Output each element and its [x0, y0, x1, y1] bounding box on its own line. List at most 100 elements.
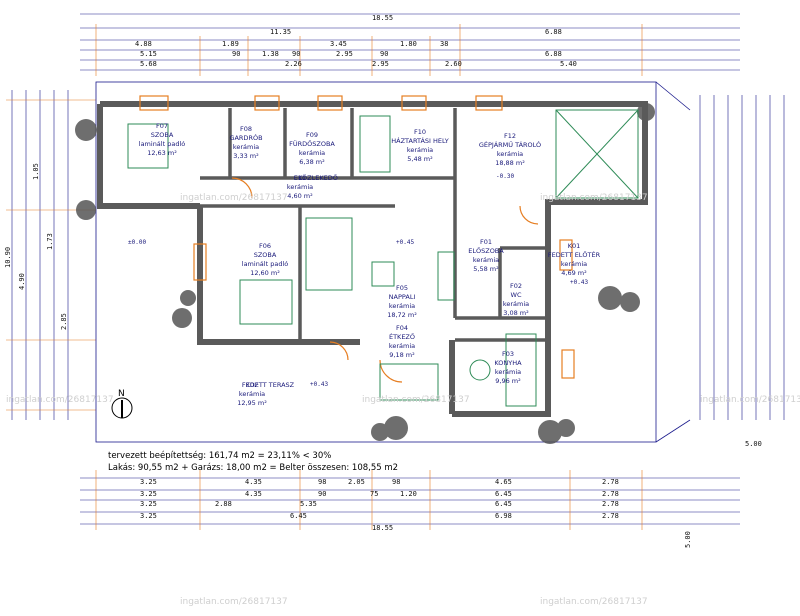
left-dim-e: 2.85	[60, 313, 68, 330]
svg-text:laminált padló: laminált padló	[242, 260, 288, 268]
svg-text:E11: E11	[294, 174, 306, 182]
svg-text:9,18 m²: 9,18 m²	[389, 351, 415, 359]
svg-text:4,69 m²: 4,69 m²	[561, 269, 587, 277]
svg-text:F07: F07	[156, 122, 168, 130]
svg-text:WC: WC	[511, 291, 522, 299]
level-marker-3: +0.45	[396, 239, 414, 246]
svg-text:12,63 m²: 12,63 m²	[147, 149, 177, 157]
watermark-7: ingatlan.com/26817137	[540, 597, 648, 607]
top-dim-row5-a: 5.68	[140, 60, 157, 68]
top-dim-total: 18.55	[372, 14, 393, 22]
svg-text:SZOBA: SZOBA	[151, 131, 174, 139]
room-f07: F07 SZOBA laminált padló 12,63 m²	[139, 122, 185, 157]
room-f02: F02 WC kerámia 3,08 m²	[503, 282, 529, 317]
svg-text:ÉTKEZŐ: ÉTKEZŐ	[389, 332, 415, 341]
bottom-dim-r1-a: 3.25	[140, 478, 157, 486]
svg-text:laminált padló: laminált padló	[139, 140, 185, 148]
stats-coverage: tervezett beépítettség: 161,74 m2 = 23,1…	[108, 450, 331, 461]
bottom-dim-r4-b: 6.45	[290, 512, 307, 520]
bottom-dim-r3-e: 2.78	[602, 500, 619, 508]
bottom-dim-r2-e: 1.20	[400, 490, 417, 498]
svg-text:kerámia: kerámia	[495, 368, 521, 376]
svg-text:18,88 m²: 18,88 m²	[495, 159, 525, 167]
svg-text:kerámia: kerámia	[299, 149, 325, 157]
svg-text:K02: K02	[246, 381, 259, 389]
svg-text:K01: K01	[568, 242, 581, 250]
top-dim-row5-b: 2.26	[285, 60, 302, 68]
right-dim-a: 5.00	[745, 440, 762, 448]
watermark-3: ingatlan.com/26817137	[6, 395, 114, 405]
north-arrow-icon: N	[111, 389, 133, 419]
bottom-dim-r2-d: 75	[370, 490, 378, 498]
room-f12: F12 GÉPJÁRMŰ TÁROLÓ kerámia 18,88 m²	[479, 132, 541, 167]
interior-walls	[200, 108, 548, 342]
top-dim-row4-f: 90	[380, 50, 388, 58]
svg-text:9,96 m²: 9,96 m²	[495, 377, 521, 385]
svg-text:ELŐSZOBA: ELŐSZOBA	[468, 246, 504, 255]
left-dim-b: 4.90	[18, 273, 26, 290]
svg-text:12,60 m²: 12,60 m²	[250, 269, 280, 277]
svg-text:4,60 m²: 4,60 m²	[287, 192, 313, 200]
left-dim-c: 1.05	[32, 163, 40, 180]
top-dim-row2-b: 6.88	[545, 28, 562, 36]
right-dim-b: 5.00	[684, 531, 692, 548]
room-f06: F06 SZOBA laminált padló 12,60 m²	[242, 242, 288, 277]
svg-text:3,08 m²: 3,08 m²	[503, 309, 529, 317]
room-f01: F01 ELŐSZOBA kerámia 5,58 m²	[468, 238, 504, 273]
svg-text:6,38 m²: 6,38 m²	[299, 158, 325, 166]
top-dim-row3-e: 38	[440, 40, 448, 48]
bottom-dim-r1-f: 4.65	[495, 478, 512, 486]
room-f03: F03 KONYHA kerámia 9,96 m²	[494, 350, 522, 385]
svg-text:FEDETT ELŐTÉR: FEDETT ELŐTÉR	[548, 250, 601, 259]
svg-text:kerámia: kerámia	[407, 146, 433, 154]
furniture	[127, 109, 639, 407]
svg-text:SZOBA: SZOBA	[254, 251, 277, 259]
svg-text:18,72 m²: 18,72 m²	[387, 311, 417, 319]
room-e11: E11 KÖZLEKEDŐ kerámia 4,60 m²	[287, 173, 338, 200]
bottom-dim-r1-b: 4.35	[245, 478, 262, 486]
level-marker-2: -0.30	[496, 173, 514, 180]
bottom-dim-r1-c: 98	[318, 478, 326, 486]
top-dimension-chains	[80, 13, 740, 76]
svg-text:3,33 m²: 3,33 m²	[233, 152, 259, 160]
svg-text:F06: F06	[259, 242, 271, 250]
room-f05: F05 NAPPALI kerámia 18,72 m²	[387, 284, 417, 319]
svg-text:kerámia: kerámia	[497, 150, 523, 158]
top-dim-row4-d: 90	[292, 50, 300, 58]
watermark-5: ingatlan.com/26817137	[700, 395, 800, 405]
bottom-dim-r3-a: 3.25	[140, 500, 157, 508]
svg-text:5,58 m²: 5,58 m²	[473, 265, 499, 273]
bottom-dim-total: 18.55	[372, 524, 393, 532]
level-marker-5: +0.43	[570, 279, 588, 286]
watermark-2: ingatlan.com/26817137	[540, 193, 648, 203]
bottom-dim-r4-d: 2.78	[602, 512, 619, 520]
top-dim-row2-a: 11.35	[270, 28, 291, 36]
svg-text:kerámia: kerámia	[239, 390, 265, 398]
svg-text:GARDRÓB: GARDRÓB	[229, 133, 262, 142]
svg-text:kerámia: kerámia	[473, 256, 499, 264]
svg-text:KONYHA: KONYHA	[494, 359, 522, 367]
landscape-shrubs	[75, 103, 655, 444]
bottom-dim-r4-c: 6.98	[495, 512, 512, 520]
room-k01: K01 FEDETT ELŐTÉR kerámia 4,69 m²	[548, 242, 601, 277]
left-dim-total: 10.90	[4, 247, 12, 268]
north-label: N	[118, 389, 125, 399]
top-dim-row5-c: 2.95	[372, 60, 389, 68]
bottom-dim-r1-d: 2.05	[348, 478, 365, 486]
svg-text:F05: F05	[396, 284, 408, 292]
svg-text:F08: F08	[240, 125, 252, 133]
top-dim-row4-e: 2.95	[336, 50, 353, 58]
svg-text:F01: F01	[480, 238, 492, 246]
top-dim-row4-g: 6.88	[545, 50, 562, 58]
room-f08: F08 GARDRÓB kerámia 3,33 m²	[229, 125, 262, 160]
svg-text:kerámia: kerámia	[561, 260, 587, 268]
watermark-1: ingatlan.com/26817137	[180, 193, 288, 203]
level-marker-4: +0.43	[310, 381, 328, 388]
bottom-dim-r3-d: 6.45	[495, 500, 512, 508]
room-f09: F09 FÜRDŐSZOBA kerámia 6,38 m²	[289, 131, 335, 166]
svg-text:12,95 m²: 12,95 m²	[237, 399, 267, 407]
top-dim-row3-a: 4.88	[135, 40, 152, 48]
room-k02: K02 FEDETT TERASZ kerámia 12,95 m²	[237, 381, 294, 407]
svg-text:kerámia: kerámia	[389, 342, 415, 350]
top-dim-row4-b: 90	[232, 50, 240, 58]
